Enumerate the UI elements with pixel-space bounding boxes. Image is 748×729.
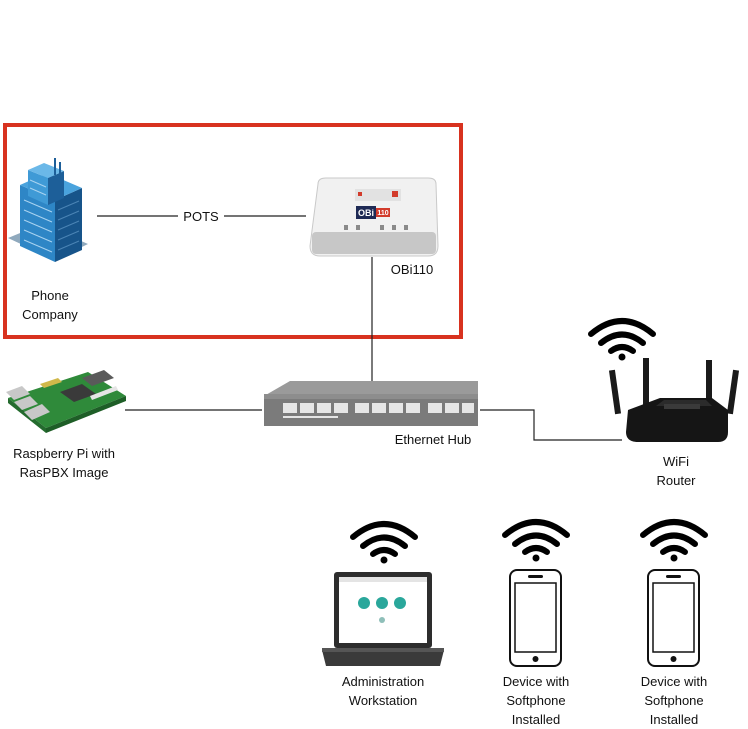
ethernet-hub-icon <box>264 381 478 426</box>
softphone-1-label: Device with Softphone Installed <box>490 672 582 729</box>
softphone-2-line-1: Device with <box>640 674 708 689</box>
smartphone-icon-1 <box>509 569 562 667</box>
softphone-1-line-1: Device with <box>502 674 570 689</box>
hub-ports <box>283 403 474 413</box>
ethernet-hub-label: Ethernet Hub <box>394 432 472 447</box>
softphone-2-line-3: Installed <box>649 712 699 727</box>
hub-to-router-line <box>480 409 622 441</box>
admin-workstation-line-2: Workstation <box>348 693 418 708</box>
raspberry-pi-label: Raspberry Pi with RasPBX Image <box>0 444 128 482</box>
raspberry-pi-icon <box>6 370 126 433</box>
obi-logo-text: OBi <box>358 208 374 218</box>
softphone-1-line-3: Installed <box>511 712 561 727</box>
wifi-icon-router <box>588 318 656 361</box>
softphone-1-line-2: Softphone <box>506 693 566 708</box>
obi110-device-icon: OBi 110 <box>309 177 439 257</box>
admin-workstation-line-1: Administration <box>341 674 425 689</box>
wifi-icon-softphone-2 <box>640 519 708 562</box>
office-building-icon <box>8 158 88 262</box>
softphone-2-label: Device with Softphone Installed <box>628 672 720 729</box>
obi-model-text: 110 <box>377 210 388 217</box>
highlight-box <box>3 123 463 339</box>
raspberry-pi-line-2: RasPBX Image <box>19 465 109 480</box>
obi110-label: OBi110 <box>390 262 434 277</box>
smartphone-icon-2 <box>647 569 700 667</box>
phone-company-line-1: Phone <box>31 288 69 303</box>
wifi-icon-workstation <box>350 521 418 564</box>
phone-company-line-2: Company <box>22 307 78 322</box>
wifi-router-line-1: WiFi <box>663 454 689 469</box>
wifi-router-icon <box>608 358 740 442</box>
wifi-router-line-2: Router <box>656 473 696 488</box>
wifi-router-label: WiFi Router <box>645 452 707 490</box>
raspberry-pi-line-1: Raspberry Pi with <box>13 446 115 461</box>
laptop-icon <box>322 572 444 666</box>
wifi-icon-softphone-1 <box>502 519 570 562</box>
admin-workstation-label: Administration Workstation <box>326 672 440 710</box>
phone-company-label: Phone Company <box>15 286 85 324</box>
pots-label: POTS <box>178 207 224 226</box>
softphone-2-line-2: Softphone <box>644 693 704 708</box>
